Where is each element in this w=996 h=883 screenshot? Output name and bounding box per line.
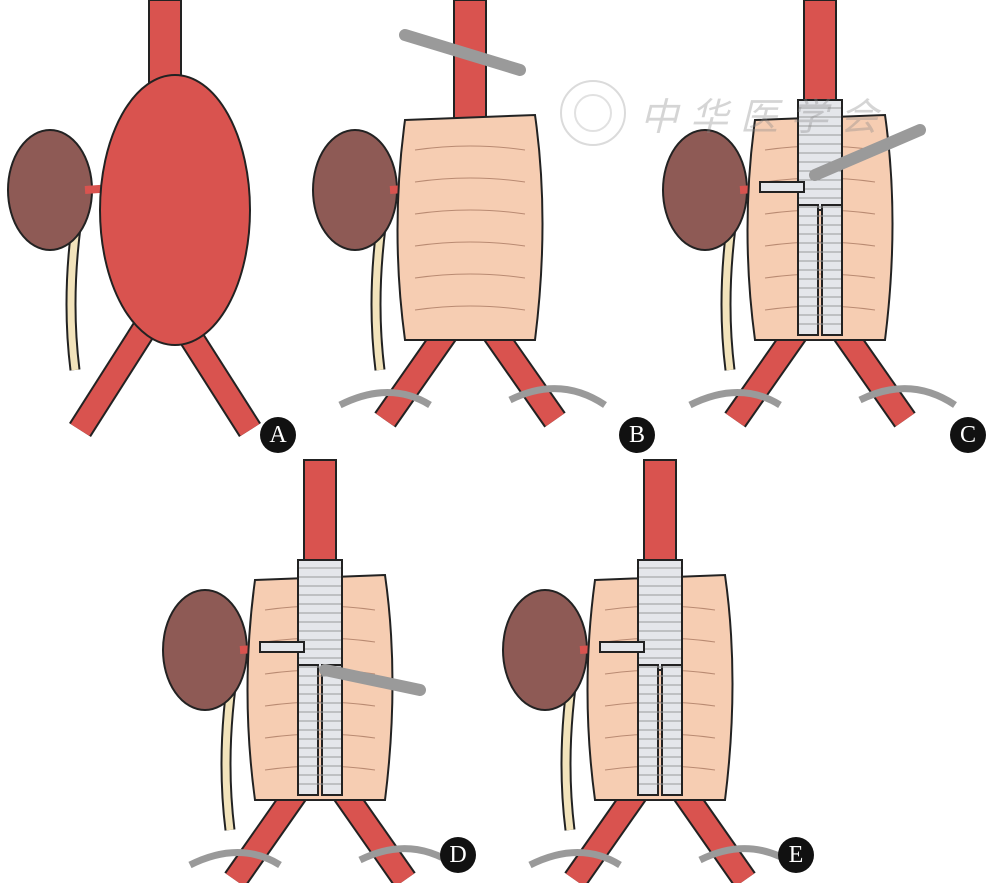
sac-wall-line xyxy=(264,701,376,707)
panel-a xyxy=(7,0,261,437)
renal-side-graft xyxy=(599,641,645,653)
sac-wall-line xyxy=(764,241,876,247)
opened-aneurysm-sac xyxy=(246,573,394,801)
sac-wall-line xyxy=(604,733,716,739)
sac-wall-line xyxy=(764,273,876,279)
graft-clamp xyxy=(809,124,926,181)
left-iliac-clamp xyxy=(338,389,432,409)
kidney xyxy=(312,129,398,251)
sac-wall-line xyxy=(414,241,526,247)
sac-wall-line xyxy=(414,209,526,215)
graft-body xyxy=(797,99,843,211)
opened-aneurysm-sac xyxy=(586,573,734,801)
panel-b xyxy=(312,0,607,428)
watermark-seal-icon xyxy=(560,80,626,146)
panel-label-b: B xyxy=(619,417,655,453)
aneurysm-sac xyxy=(99,74,251,346)
panel-label-c: C xyxy=(950,417,986,453)
renal-side-graft xyxy=(259,641,305,653)
opened-aneurysm-sac xyxy=(396,113,544,341)
sac-wall-line xyxy=(414,177,526,183)
panel-c xyxy=(662,0,957,428)
kidney xyxy=(502,589,588,711)
sac-wall-line xyxy=(414,305,526,311)
sac-wall-line xyxy=(414,273,526,279)
renal-side-graft xyxy=(759,181,805,193)
opened-aneurysm-sac xyxy=(746,113,894,341)
panel-e xyxy=(502,459,797,883)
left-iliac-artery xyxy=(70,314,160,436)
sac-wall-line xyxy=(604,701,716,707)
sac-wall-line xyxy=(414,145,526,151)
graft-body xyxy=(637,559,683,671)
panel-label-a: A xyxy=(260,417,296,453)
left-iliac-clamp xyxy=(688,389,782,409)
watermark: 中华医学会 xyxy=(560,80,890,146)
sac-wall-line xyxy=(264,733,376,739)
panel-label-e: E xyxy=(778,837,814,873)
left-iliac-clamp xyxy=(528,849,622,869)
graft-body xyxy=(297,559,343,671)
watermark-text: 中华医学会 xyxy=(640,94,891,139)
graft-clamp xyxy=(319,664,426,696)
right-iliac-clamp xyxy=(858,385,957,408)
kidney xyxy=(662,129,748,251)
aortic-clamp xyxy=(399,29,526,76)
panel-label-d: D xyxy=(440,837,476,873)
panel-d xyxy=(162,459,457,883)
kidney xyxy=(162,589,248,711)
left-iliac-clamp xyxy=(188,849,282,869)
kidney xyxy=(7,129,93,251)
right-iliac-clamp xyxy=(508,385,607,408)
